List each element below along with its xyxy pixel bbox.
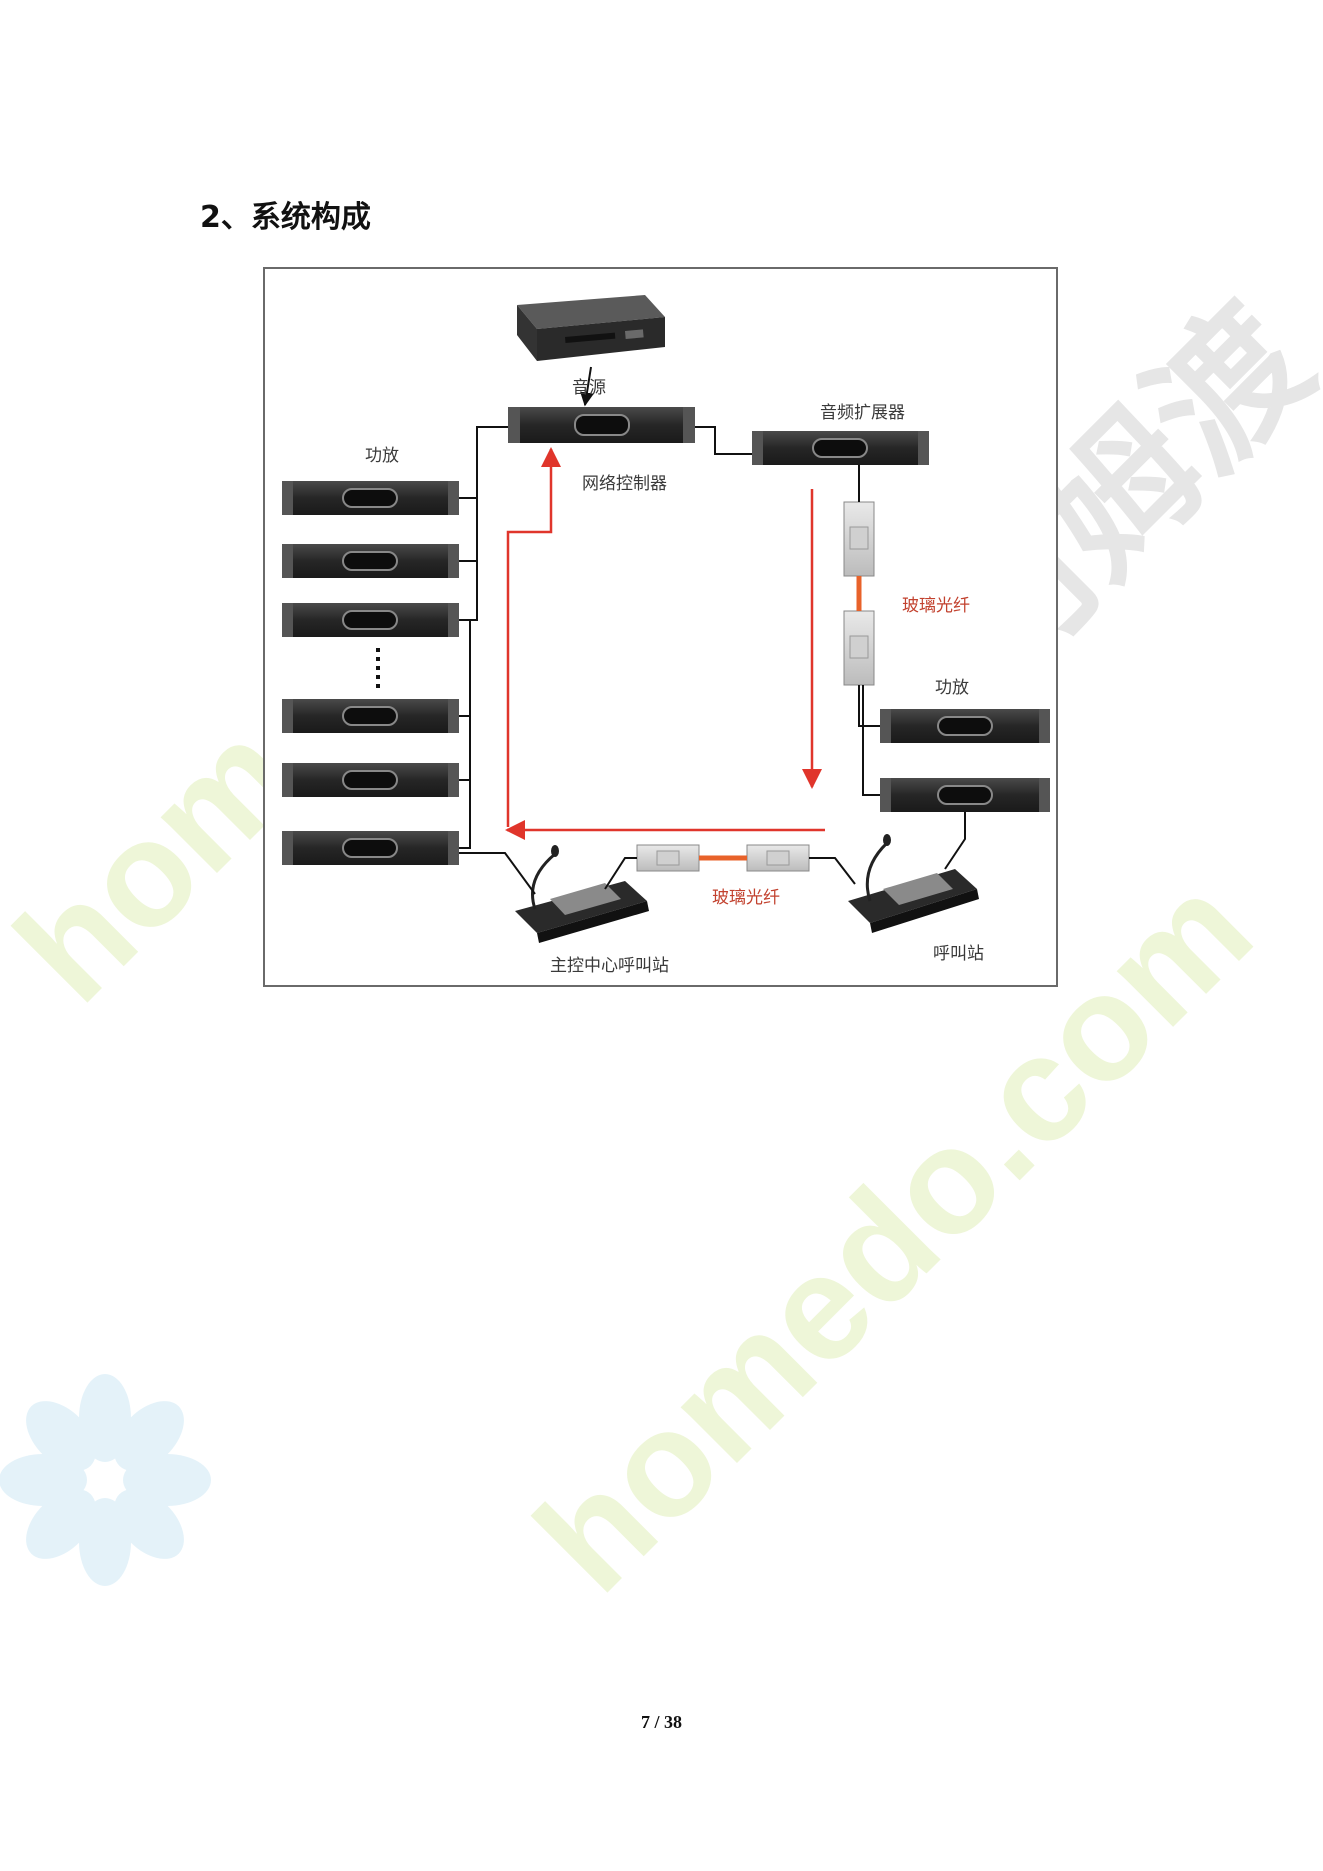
amplifier-unit	[282, 481, 459, 515]
fiber-converter-top	[844, 502, 874, 576]
ellipsis-dots	[376, 648, 380, 688]
label-amplifier-left: 功放	[365, 441, 399, 466]
audio-expander-device	[752, 431, 929, 465]
label-audio-expander: 音频扩展器	[820, 398, 905, 423]
fiber-converter-bottom-right	[747, 845, 809, 871]
system-diagram: 音源 网络控制器 音频扩展器 功放 功放 玻璃光纤 玻璃光纤 主控中心呼叫站 呼…	[263, 267, 1058, 987]
amplifier-stack-left	[282, 481, 459, 865]
signal-arrow-up	[508, 449, 551, 827]
wiring	[459, 427, 965, 894]
label-main-call-station: 主控中心呼叫站	[550, 951, 669, 976]
amplifier-unit	[282, 699, 459, 733]
label-fiber-right: 玻璃光纤	[902, 591, 970, 616]
label-audio-source: 音源	[572, 373, 606, 398]
label-amplifier-right: 功放	[935, 673, 969, 698]
section-title: 2、系统构成	[200, 192, 371, 236]
amplifier-unit	[282, 603, 459, 637]
amplifier-unit	[282, 763, 459, 797]
label-call-station: 呼叫站	[933, 939, 984, 964]
amplifier-stack-right	[880, 709, 1050, 812]
diagram-canvas	[265, 269, 1060, 989]
page-indicator: 7 / 38	[0, 1712, 1323, 1733]
signal-flow-arrows	[507, 449, 825, 830]
network-controller-device	[508, 407, 695, 443]
watermark-flower-icon	[0, 1374, 211, 1586]
audio-source-device	[517, 295, 665, 361]
amplifier-unit	[880, 778, 1050, 812]
main-call-station-device	[515, 845, 649, 943]
amplifier-unit	[282, 831, 459, 865]
fiber-converter-bottom-left	[637, 845, 699, 871]
amplifier-unit	[880, 709, 1050, 743]
label-network-controller: 网络控制器	[582, 469, 667, 494]
label-fiber-bottom: 玻璃光纤	[712, 883, 780, 908]
amplifier-unit	[282, 544, 459, 578]
fiber-converter-middle	[844, 611, 874, 685]
